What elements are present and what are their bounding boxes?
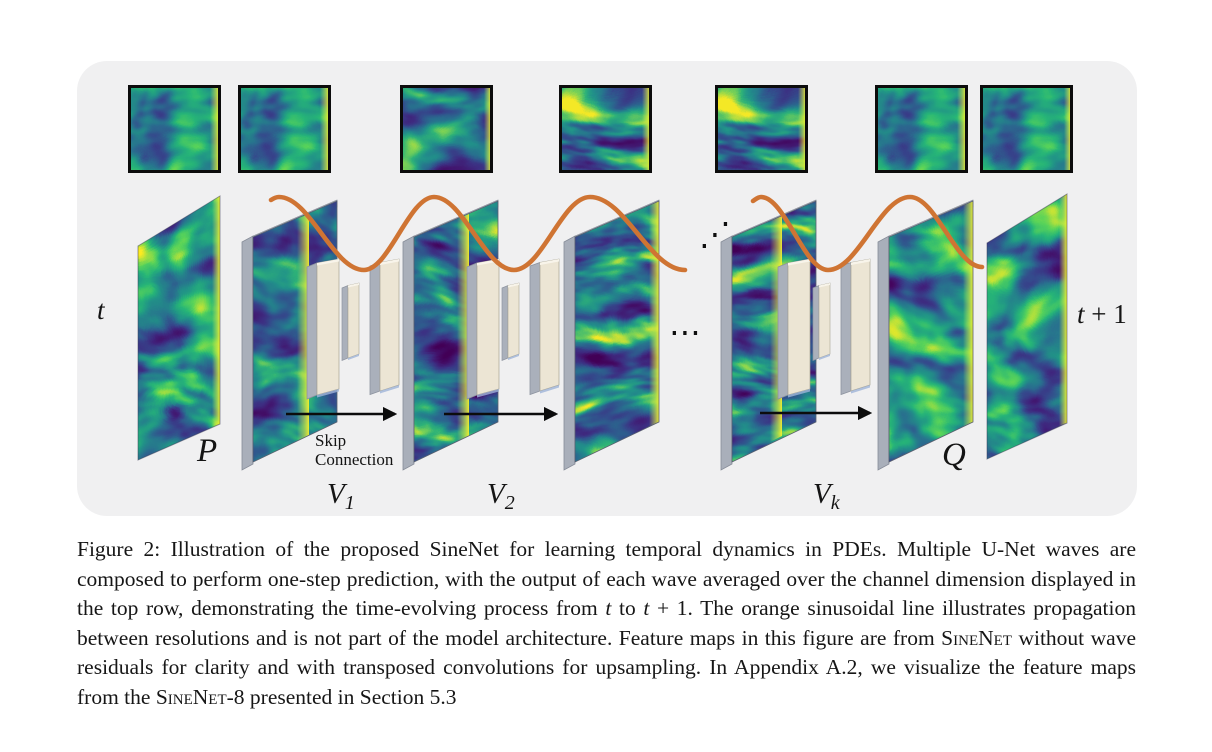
plane-p-input: [137, 195, 221, 461]
v1-bottleneck-block: [341, 282, 360, 361]
sinenet-diagram: ⋰ ⋯: [97, 85, 1127, 514]
label-q: Q: [942, 437, 966, 473]
wave-snapshot-1: [128, 85, 221, 173]
ellipsis-horizontal: ⋯: [669, 313, 701, 351]
unet-blocks-v2: [466, 258, 560, 400]
plane-q-output: [877, 199, 974, 471]
label-v1: V1: [327, 478, 355, 514]
label-t-plus-1: t + 1: [1077, 299, 1127, 329]
v1-encoder-block: [306, 258, 340, 400]
snapshot-row: [128, 85, 1073, 173]
figure-panel: ⋰ ⋯: [77, 61, 1137, 516]
label-t: t: [97, 295, 106, 325]
skip-connections: [286, 405, 873, 422]
sine-wave: [268, 194, 985, 273]
figure-caption: Figure 2: Illustration of the proposed S…: [77, 537, 1137, 709]
wave-snapshot-2: [238, 85, 331, 173]
label-vk: Vk: [813, 478, 841, 514]
plane-v2-output: [563, 199, 660, 471]
sine-wave-left: [268, 194, 688, 273]
wave-snapshot-5: [715, 85, 808, 173]
wave-snapshot-4: [559, 85, 652, 173]
label-skip-connection: Skip Connection: [315, 431, 394, 469]
vk-encoder-block: [777, 258, 811, 400]
v2-bottleneck-block: [501, 282, 520, 361]
wave-snapshot-6: [875, 85, 968, 173]
wave-snapshot-3: [400, 85, 493, 173]
plane-t-plus-1-target: [986, 193, 1068, 460]
sine-wave-right: [750, 194, 985, 273]
label-v2: V2: [487, 478, 515, 514]
wave-snapshot-7: [980, 85, 1073, 173]
plane-v1-input: [241, 199, 338, 471]
unet-blocks-vk: [777, 258, 871, 400]
vk-bottleneck-block: [812, 282, 831, 361]
vk-decoder-block: [840, 258, 871, 395]
unet-blocks-v1: [306, 258, 400, 400]
v2-decoder-block: [529, 258, 560, 395]
v2-encoder-block: [466, 258, 500, 400]
v1-decoder-block: [369, 258, 400, 395]
label-p: P: [196, 433, 217, 469]
